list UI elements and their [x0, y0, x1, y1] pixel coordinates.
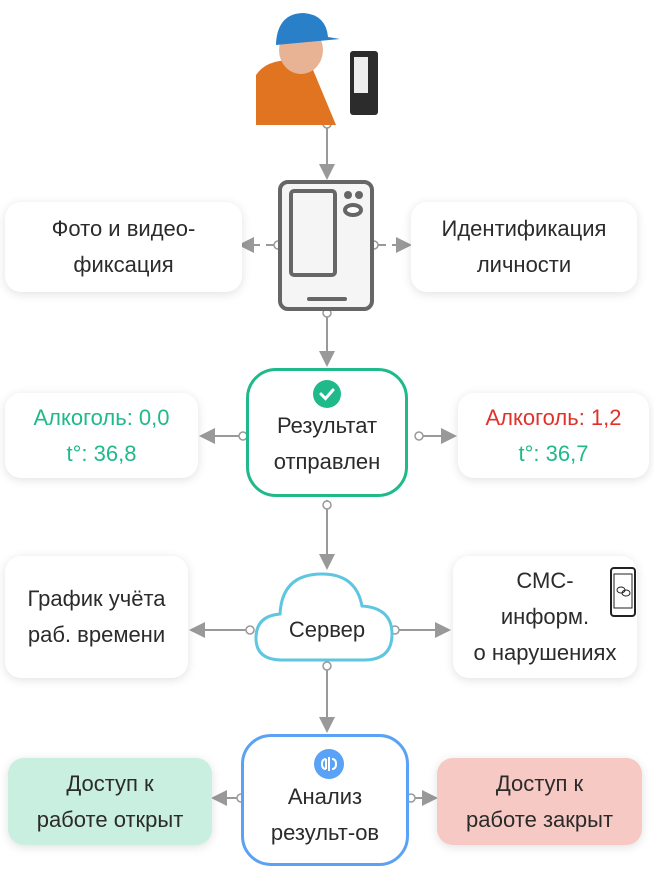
analysis-logo-icon: [314, 749, 344, 779]
sms-label-2: информ.: [500, 604, 590, 629]
breathalyzer-device-icon: [278, 180, 374, 311]
access-open-label-1: Доступ к: [66, 770, 154, 796]
worker-breathalyzer-photo: [256, 13, 378, 125]
analysis-label-1: Анализ: [287, 784, 363, 809]
sms-label-1: СМС-: [516, 568, 574, 593]
sms-label-3: о нарушениях: [473, 640, 617, 665]
pass-temperature: t°: 36,8: [66, 440, 137, 466]
analysis-node: Анализ результ-ов: [241, 734, 409, 866]
identification-box: Идентификация личности: [411, 202, 637, 292]
check-icon: [313, 380, 341, 408]
result-fail-box: Алкоголь: 1,2 t°: 36,7: [458, 393, 649, 478]
result-label-1: Результат: [276, 412, 378, 438]
access-open-box: Доступ к работе открыт: [8, 758, 212, 845]
schedule-box: График учёта раб. времени: [5, 556, 188, 678]
result-pass-box: Алкоголь: 0,0 t°: 36,8: [5, 393, 198, 478]
analysis-label-2: результ-ов: [270, 820, 380, 845]
fail-temperature: t°: 36,7: [518, 440, 589, 466]
pass-alcohol: Алкоголь: 0,0: [33, 404, 170, 430]
result-label-2: отправлен: [273, 448, 381, 474]
result-sent-node: Результат отправлен: [246, 368, 408, 497]
access-closed-box: Доступ к работе закрыт: [437, 758, 642, 845]
schedule-label-2: раб. времени: [27, 622, 166, 647]
photo-video-box: Фото и видео- фиксация: [5, 202, 242, 292]
ident-label-1: Идентификация: [441, 216, 607, 241]
server-cloud-icon: [254, 572, 394, 662]
server-label: Сервер: [288, 617, 366, 642]
photo-label-1: Фото и видео-: [51, 216, 196, 241]
sms-box: СМС- информ. о нарушениях: [453, 556, 637, 678]
access-open-label-2: работе открыт: [36, 806, 184, 832]
schedule-label-1: График учёта: [27, 586, 166, 611]
ident-label-2: личности: [476, 252, 572, 277]
access-closed-label-2: работе закрыт: [465, 806, 614, 832]
phone-sms-icon: [610, 567, 636, 617]
fail-alcohol: Алкоголь: 1,2: [485, 404, 622, 430]
photo-label-2: фиксация: [73, 252, 174, 277]
access-closed-label-1: Доступ к: [495, 770, 584, 796]
